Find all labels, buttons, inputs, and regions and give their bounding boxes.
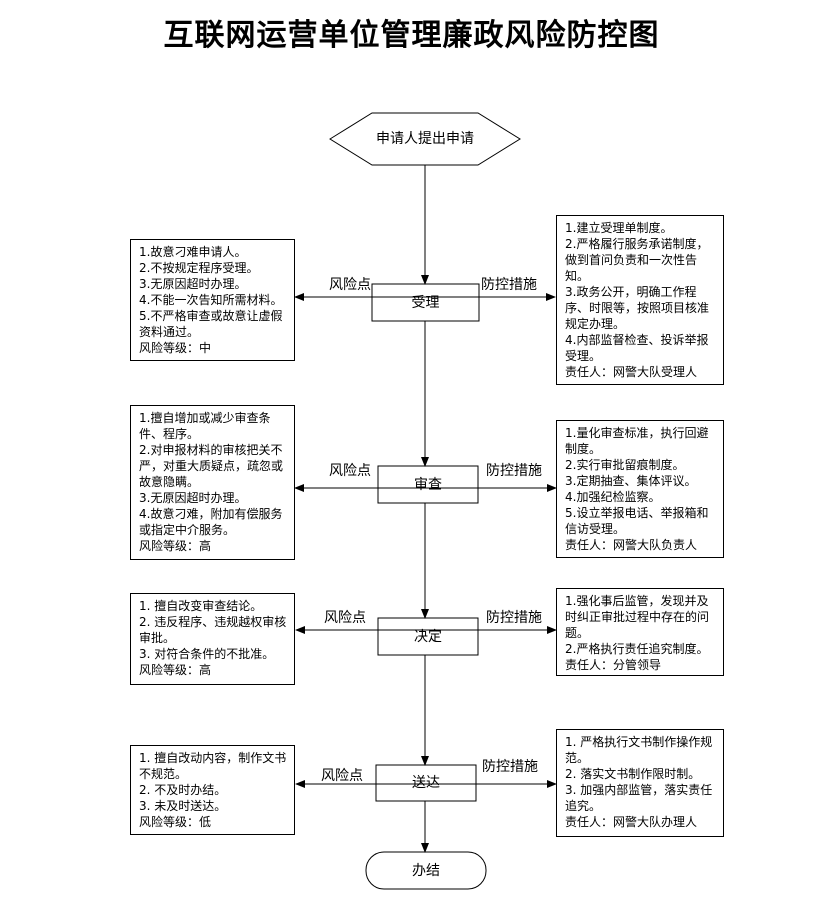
risk-item: 2. 不及时办结。 [139,783,227,797]
risk-level: 风险等级：中 [139,341,212,355]
control-item: 1.量化审查标准，执行回避制度。 [565,426,709,456]
risk-level: 风险等级：低 [139,815,212,829]
risk-box-review: 1.擅自增加或减少审查条件、程序。 2.对申报材料的审核把关不严，对重大质疑点，… [130,405,295,560]
control-box-review: 1.量化审查标准，执行回避制度。 2.实行审批留痕制度。 3.定期抽查、集体评议… [556,420,724,558]
risk-item: 2.不按规定程序受理。 [139,261,259,275]
risk-label-deliver: 风险点 [321,768,363,784]
control-responsible: 责任人：网警大队办理人 [565,815,698,829]
risk-item: 4.故意刁难，附加有偿服务或指定中介服务。 [139,507,283,537]
risk-level: 风险等级：高 [139,539,212,553]
risk-box-accept: 1.故意刁难申请人。 2.不按规定程序受理。 3.无原因超时办理。 4.不能一次… [130,239,295,361]
start-node-shape [329,112,521,166]
accept-node-label: 受理 [411,295,440,311]
control-item: 4.内部监督检查、投诉举报受理。 [565,333,709,363]
risk-item: 2. 违反程序、违规越权审核审批。 [139,615,287,645]
risk-label-decide: 风险点 [324,610,366,626]
control-responsible: 责任人：网警大队受理人 [565,365,698,379]
control-item: 3.政务公开，明确工作程序、时限等，按照项目核准规定办理。 [565,285,710,331]
risk-item: 1. 擅自改变审查结论。 [139,599,263,613]
risk-box-deliver: 1. 擅自改动内容，制作文书不规范。 2. 不及时办结。 3. 未及时送达。 风… [130,745,295,835]
decide-node-shape [377,617,479,656]
control-box-accept: 1.建立受理单制度。 2.严格履行服务承诺制度，做到首问负责和一次性告知。 3.… [556,215,724,385]
risk-item: 2.对申报材料的审核把关不严，对重大质疑点，疏忽或故意隐瞒。 [139,443,284,489]
control-item: 2.实行审批留痕制度。 [565,458,685,472]
decide-node-label: 决定 [414,629,442,645]
control-label-deliver: 防控措施 [482,759,538,775]
control-item: 1. 严格执行文书制作操作规范。 [565,735,713,765]
control-box-decide: 1.强化事后监管，发现并及时纠正审批过程中存在的问题。 2.严格执行责任追究制度… [556,588,724,676]
review-node-label: 审查 [414,477,442,493]
start-node-label: 申请人提出申请 [376,131,474,147]
control-responsible: 责任人：分管领导 [565,658,662,672]
control-responsible: 责任人：网警大队负责人 [565,538,698,552]
control-item: 3. 加强内部监管，落实责任追究。 [565,783,713,813]
risk-item: 4.不能一次告知所需材料。 [139,293,283,307]
risk-item: 1.故意刁难申请人。 [139,245,247,259]
risk-item: 3. 对符合条件的不批准。 [139,647,275,661]
control-item: 4.加强纪检监察。 [565,490,661,504]
risk-level: 风险等级：高 [139,663,212,677]
end-node-label: 办结 [412,863,440,879]
accept-node-shape [371,283,480,322]
control-item: 2.严格履行服务承诺制度，做到首问负责和一次性告知。 [565,237,709,283]
risk-item: 3.无原因超时办理。 [139,491,247,505]
risk-box-decide: 1. 擅自改变审查结论。 2. 违反程序、违规越权审核审批。 3. 对符合条件的… [130,593,295,685]
risk-label-accept: 风险点 [329,277,371,293]
control-item: 1.强化事后监管，发现并及时纠正审批过程中存在的问题。 [565,594,710,640]
control-label-review: 防控措施 [486,463,542,479]
risk-label-review: 风险点 [329,463,371,479]
page-title: 互联网运营单位管理廉政风险防控图 [163,18,660,53]
control-item: 2. 落实文书制作限时制。 [565,767,701,781]
risk-item: 1.擅自增加或减少审查条件、程序。 [139,411,271,441]
control-item: 2.严格执行责任追究制度。 [565,642,709,656]
control-box-deliver: 1. 严格执行文书制作操作规范。 2. 落实文书制作限时制。 3. 加强内部监管… [556,729,724,837]
deliver-node-label: 送达 [412,775,440,791]
risk-item: 3.无原因超时办理。 [139,277,247,291]
deliver-node-shape [375,764,477,802]
control-label-decide: 防控措施 [486,610,542,626]
control-label-accept: 防控措施 [481,277,537,293]
control-item: 5.设立举报电话、举报箱和信访受理。 [565,506,709,536]
control-item: 3.定期抽查、集体评议。 [565,474,697,488]
risk-item: 3. 未及时送达。 [139,799,227,813]
review-node-shape [377,465,479,504]
control-item: 1.建立受理单制度。 [565,221,673,235]
risk-item: 1. 擅自改动内容，制作文书不规范。 [139,751,287,781]
risk-item: 5.不严格审查或故意让虚假资料通过。 [139,309,283,339]
